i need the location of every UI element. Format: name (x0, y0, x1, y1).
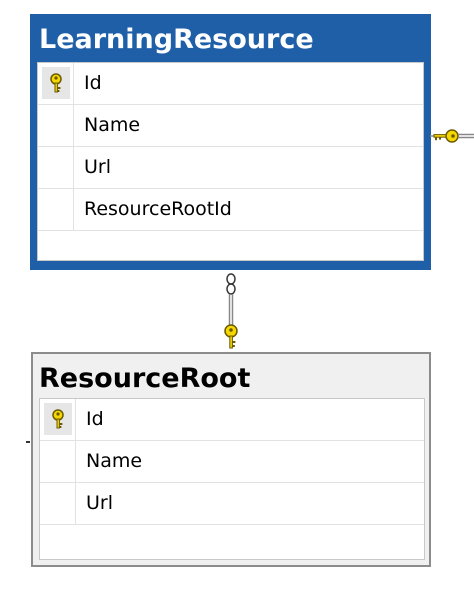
key-icon (50, 73, 62, 93)
table-resource-root[interactable]: ResourceRoot Id Name (31, 352, 431, 567)
row-selector[interactable] (40, 441, 76, 482)
table-title[interactable]: LearningResource (39, 24, 314, 55)
row-selector[interactable] (40, 525, 76, 566)
column-grid: Id Name Url ResourceRootId (37, 62, 424, 261)
relationship-stub (26, 441, 30, 443)
column-name[interactable]: Url (84, 156, 111, 178)
column-row[interactable]: Name (40, 441, 424, 483)
table-title[interactable]: ResourceRoot (39, 363, 251, 394)
column-name[interactable]: Name (86, 450, 143, 472)
column-name[interactable]: ResourceRootId (84, 198, 232, 220)
relationship-line[interactable] (216, 270, 246, 354)
column-row[interactable]: Id (40, 399, 424, 441)
column-grid: Id Name Url (39, 398, 425, 560)
row-selector[interactable] (38, 63, 74, 104)
new-column-row[interactable] (38, 231, 423, 273)
relationship-key-icon (224, 324, 238, 349)
column-name[interactable]: Name (84, 114, 141, 136)
new-column-row[interactable] (40, 525, 424, 567)
row-selector[interactable] (38, 105, 74, 146)
table-learning-resource[interactable]: LearningResource Id Name (30, 14, 431, 270)
column-row[interactable]: Name (38, 105, 423, 147)
row-selector[interactable] (40, 483, 76, 524)
column-row[interactable]: Id (38, 63, 423, 105)
relationship-key-icon (433, 129, 459, 143)
column-name[interactable]: Id (86, 408, 104, 430)
key-icon (52, 409, 64, 429)
column-row[interactable]: ResourceRootId (38, 189, 423, 231)
column-name[interactable]: Id (84, 72, 102, 94)
row-selector[interactable] (38, 147, 74, 188)
column-row[interactable]: Url (40, 483, 424, 525)
column-row[interactable]: Url (38, 147, 423, 189)
column-name[interactable]: Url (86, 492, 113, 514)
row-selector[interactable] (38, 189, 74, 230)
infinity-icon (226, 273, 236, 295)
row-selector[interactable] (40, 399, 76, 440)
relationship-line-right[interactable] (430, 124, 474, 148)
row-selector[interactable] (38, 231, 74, 272)
